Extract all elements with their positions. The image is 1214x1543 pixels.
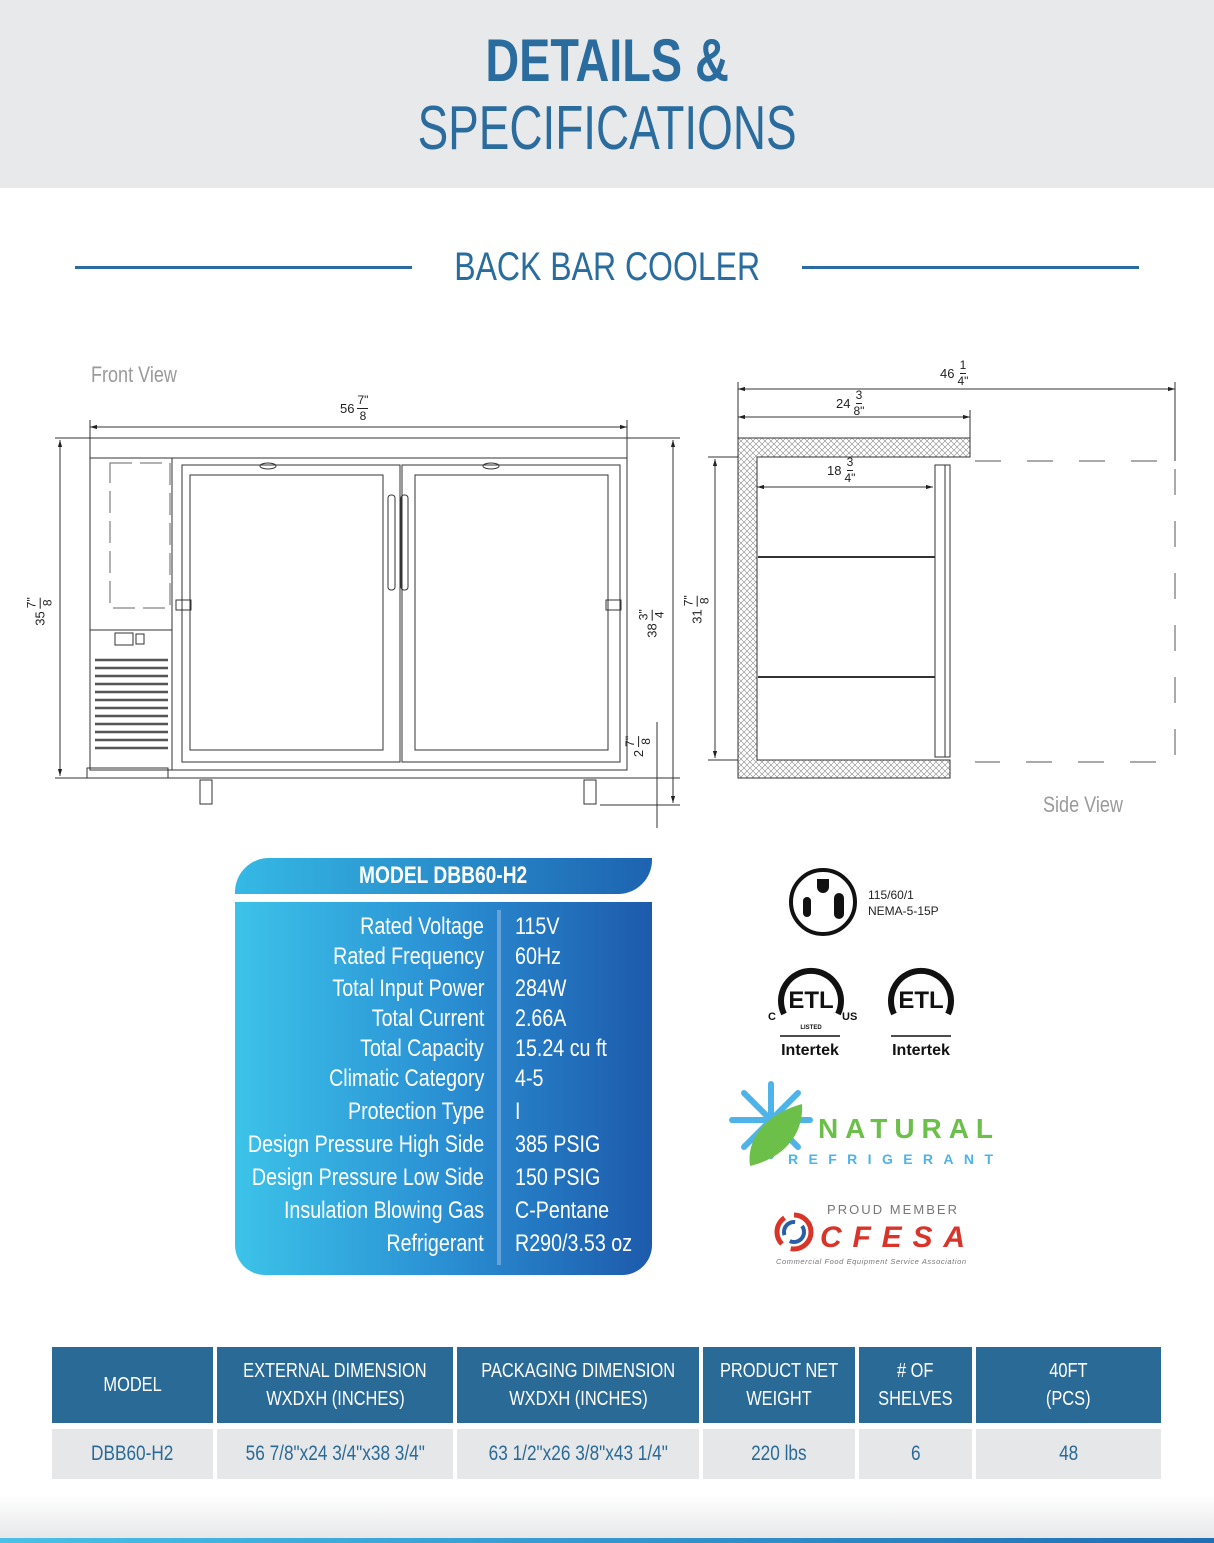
front-view-drawing [55,420,680,828]
cell-packaging-dimension: 63 1/2"x26 3/8"x43 1/4" [457,1429,699,1479]
svg-text:Intertek: Intertek [892,1042,950,1059]
svg-text:Commercial Food Equipment Serv: Commercial Food Equipment Service Associ… [776,1257,966,1266]
page-title-line1: DETAILS & [0,28,1214,94]
header-band [0,0,1214,188]
svg-text:REFRIGERANT: REFRIGERANT [788,1151,993,1167]
side-view-drawing [708,382,1176,779]
cell-external-dimension: 56 7/8"x24 3/4"x38 3/4" [217,1429,453,1479]
footer-fade [0,1495,1214,1543]
footer-bar [0,1538,1214,1543]
cell-shelves: 6 [859,1429,972,1479]
cfesa-logo: PROUD MEMBER CFESA Commercial Food Equip… [774,1202,966,1266]
svg-text:US: US [842,1011,857,1023]
model-heading: MODEL DBB60-H2 [235,858,652,894]
col-model: MODEL [52,1347,213,1423]
cell-40ft: 48 [976,1429,1161,1479]
col-40ft: 40FT(PCS) [976,1347,1161,1423]
title-text: SPECIFICATIONS [417,94,797,163]
side-view-label: Side View [1043,792,1123,817]
divider-left [75,266,412,269]
cell-model: DBB60-H2 [52,1429,213,1479]
title-text: DETAILS & [485,27,729,94]
plug-type: NEMA-5-15P [868,904,939,918]
table-row: DBB60-H2 56 7/8"x24 3/4"x38 3/4" 63 1/2"… [52,1429,1161,1479]
etl-logo: ETL Intertek [888,968,954,1059]
spec-divider [497,910,501,1265]
section-title-text: BACK BAR COOLER [454,245,760,289]
nema-5-15-plug-icon [789,868,857,936]
svg-text:ETL: ETL [788,987,833,1014]
svg-text:PROUD MEMBER: PROUD MEMBER [827,1202,957,1217]
leaf-icon [749,1104,803,1166]
plug-rating: 115/60/1 [868,888,914,902]
svg-text:C: C [768,1011,776,1023]
svg-text:NATURAL: NATURAL [818,1113,993,1144]
divider-right [802,266,1139,269]
section-title: BACK BAR COOLER [0,244,1214,290]
svg-text:ETL: ETL [898,987,943,1014]
svg-text:CFESA: CFESA [820,1221,965,1254]
cell-net-weight: 220 lbs [703,1429,855,1479]
etl-listed-logo: ETL C US LISTED Intertek [768,968,857,1059]
svg-text:Intertek: Intertek [781,1042,839,1059]
page-title-line2: SPECIFICATIONS [0,96,1214,162]
front-view-label: Front View [91,362,177,387]
plug-spec: 115/60/1 NEMA-5-15P [868,887,939,919]
natural-refrigerant-logo: NATURAL REFRIGERANT [729,1081,993,1167]
svg-text:LISTED: LISTED [800,1025,822,1031]
